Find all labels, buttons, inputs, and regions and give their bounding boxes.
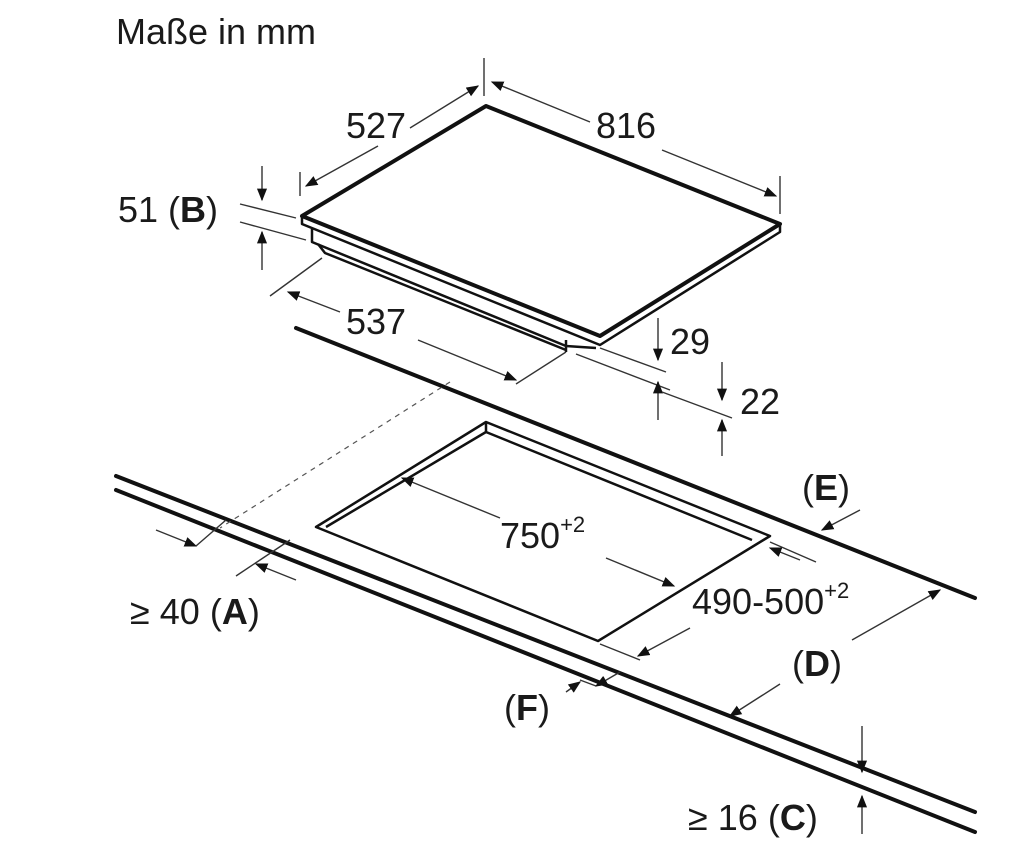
- dim-40-ext-left: [195, 519, 227, 547]
- dim-527-arrow-left: [304, 145, 379, 187]
- dim-f-arrow-left: [565, 681, 582, 693]
- dim-527: 527: [299, 58, 485, 196]
- dim-816-label: 816: [596, 105, 656, 146]
- dim-e-label: (E): [802, 467, 850, 508]
- dim-537-arrow-left: [286, 291, 341, 313]
- worktop-front-edge-bottom: [114, 488, 977, 834]
- cooktop: [300, 104, 782, 352]
- dim-537-ext-right: [515, 351, 567, 385]
- dim-51-ext-top: [239, 203, 297, 219]
- dim-29-ext-bottom: [575, 353, 671, 391]
- dim-750-label: 750+2: [500, 512, 585, 556]
- dim-f: (F): [504, 671, 621, 728]
- dim-40-ext-right: [235, 539, 291, 577]
- worktop-cutout: [314, 420, 772, 643]
- dim-d-arrow-bottom: [728, 683, 781, 717]
- dim-816-arrow-right: [661, 149, 778, 197]
- dim-40-arrow-right: [254, 563, 297, 581]
- worktop-front-gap: [579, 679, 597, 687]
- dim-e-arrow: [820, 509, 861, 531]
- dim-40-a: ≥ 40 (A): [130, 519, 297, 632]
- dim-490-arrow-right: [768, 547, 801, 561]
- cooktop-housing: [310, 229, 597, 350]
- dim-816: 816: [490, 81, 781, 214]
- cooktop-glass-edge: [300, 216, 782, 347]
- dim-d-arrow-top: [851, 589, 942, 641]
- dim-51-label: 51 (B): [118, 189, 218, 230]
- dim-490-ext-left: [599, 643, 641, 661]
- dim-16-c: ≥ 16 (C): [688, 726, 868, 838]
- worktop-front-edge-top: [114, 474, 977, 814]
- cooktop-housing-lower: [317, 243, 567, 352]
- cooktop-glass-top: [300, 104, 782, 338]
- dim-537-label: 537: [346, 301, 406, 342]
- dim-537: 537: [269, 257, 567, 385]
- dim-750-arrow-left: [400, 477, 501, 519]
- dim-490-500: 490-500+2: [599, 541, 849, 661]
- dim-16-label: ≥ 16 (C): [688, 797, 818, 838]
- worktop: [114, 326, 977, 834]
- dim-22-ext-bottom: [661, 391, 733, 419]
- dim-816-arrow-left: [490, 81, 591, 123]
- dim-527-label: 527: [346, 105, 406, 146]
- worktop-back-edge-top: [294, 326, 977, 600]
- dim-51-b: 51 (B): [118, 166, 307, 270]
- dim-22: 22: [661, 362, 780, 456]
- dim-22-label: 22: [740, 381, 780, 422]
- projection-dashed-line: [219, 381, 451, 529]
- dim-750: 750+2: [400, 477, 676, 587]
- dim-537-ext-left: [269, 257, 323, 297]
- dim-29: 29: [575, 318, 710, 420]
- dim-d-label: (D): [792, 643, 842, 684]
- dim-29-ext-top: [599, 347, 667, 373]
- dim-490-ext-right: [769, 541, 817, 563]
- dim-e: (E): [802, 467, 861, 531]
- dim-d: (D): [728, 589, 942, 717]
- dim-29-label: 29: [670, 321, 710, 362]
- dim-40-label: ≥ 40 (A): [130, 591, 260, 632]
- dim-490-arrow-left: [636, 627, 691, 657]
- dim-527-arrow-right: [409, 85, 480, 129]
- dim-750-arrow-right: [605, 557, 676, 587]
- units-title: Maße in mm: [116, 11, 316, 52]
- dim-490-500-label: 490-500+2: [692, 578, 849, 622]
- dim-51-ext-bottom: [239, 221, 307, 241]
- dim-f-arrow-right: [594, 671, 621, 687]
- dim-40-arrow-left: [155, 529, 198, 547]
- dim-f-label: (F): [504, 687, 550, 728]
- dim-537-arrow-right: [417, 339, 518, 381]
